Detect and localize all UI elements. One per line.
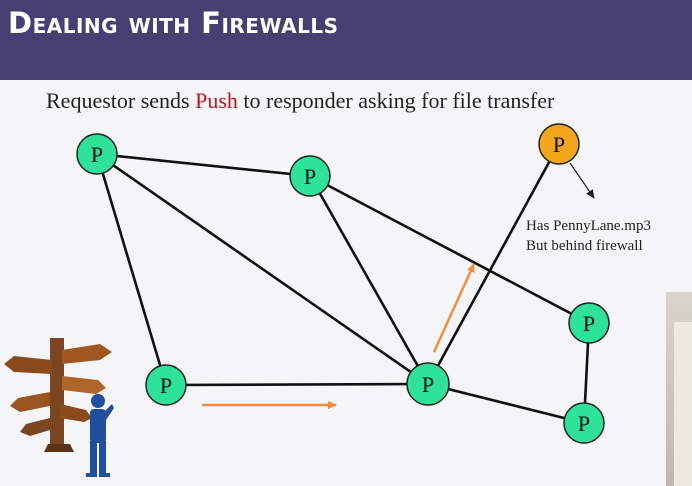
peer-label: P	[422, 372, 434, 397]
peer-label: P	[553, 132, 565, 157]
signpost-icon	[4, 338, 112, 452]
firewalled-responder-node: P	[538, 123, 580, 165]
peer-node-3: P	[145, 364, 187, 406]
edge-p1-requestor	[96, 152, 429, 386]
peer-node-6: P	[563, 402, 605, 444]
responder-note: Has PennyLane.mp3 But behind firewall	[526, 216, 651, 256]
subtitle-text-before: Requestor sends	[46, 88, 196, 113]
peer-label: P	[304, 164, 316, 189]
note-line-firewall: But behind firewall	[526, 238, 643, 254]
edge-requestor-p6	[427, 382, 585, 425]
edge-p1-p2	[96, 152, 311, 178]
title-bar: Dealing with Firewalls	[0, 0, 692, 80]
edge-p2-p5	[309, 174, 590, 325]
peer-label: P	[578, 411, 590, 436]
subtitle-text-after: to responder asking for file transfer	[237, 88, 555, 113]
requestor-peer-node: P	[406, 362, 450, 406]
note-pointer-arrow	[569, 162, 595, 199]
presenter-video-inner	[674, 322, 692, 486]
edge-p3-requestor	[165, 382, 429, 387]
slide-title: Dealing with Firewalls	[8, 6, 339, 40]
note-line-file: Has PennyLane.mp3	[526, 218, 651, 234]
peer-node-5: P	[568, 302, 610, 344]
peer-node-1: P	[76, 133, 118, 175]
peer-label: P	[583, 311, 595, 336]
slide-subtitle: Requestor sends Push to responder asking…	[46, 88, 554, 114]
peer-node-2: P	[289, 155, 331, 197]
confused-person-icon	[86, 394, 114, 477]
presenter-video-edge	[666, 292, 692, 486]
edge-requestor-responder	[426, 143, 561, 385]
subtitle-highlight-push: Push	[195, 88, 238, 113]
edge-p1-p3	[95, 153, 168, 386]
push-arrow-up	[432, 263, 476, 353]
peer-label: P	[91, 142, 103, 167]
edge-p2-requestor	[308, 175, 430, 385]
peer-label: P	[160, 373, 172, 398]
